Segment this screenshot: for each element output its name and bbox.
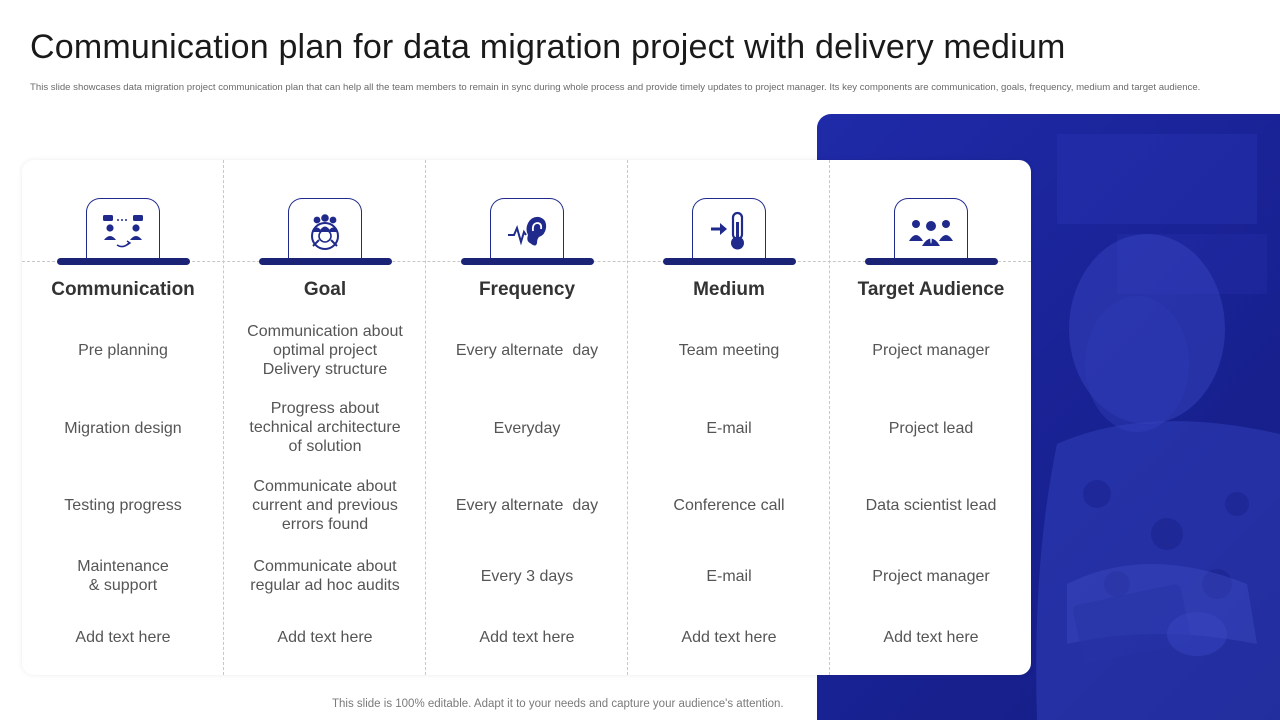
table-cell: Every alternate day (455, 497, 599, 514)
column-target-audience: Target Audience Project manager Project … (830, 160, 1032, 675)
table-cell: Project manager (872, 568, 990, 585)
background-photo-panel (817, 114, 1280, 720)
column-header: Target Audience (857, 279, 1005, 300)
table-cell: Everyday (493, 420, 561, 437)
communication-plan-table: Communication Pre planning Migration des… (22, 160, 1031, 675)
icon-underline-bar (663, 258, 796, 265)
column-header: Goal (303, 279, 347, 300)
column-divider (829, 160, 830, 675)
footer-note: This slide is 100% editable. Adapt it to… (332, 698, 784, 710)
arrow-thermometer-icon (692, 198, 766, 262)
icon-underline-bar (461, 258, 594, 265)
table-cell: Add text here (681, 629, 777, 646)
column-frequency: Frequency Every alternate day Everyday E… (426, 160, 628, 675)
photo-silhouette (1036, 134, 1280, 720)
table-cell: Maintenance & support (77, 558, 169, 594)
column-divider (223, 160, 224, 675)
table-cell: Testing progress (64, 497, 182, 514)
column-divider (627, 160, 628, 675)
table-cell: Progress about technical architecture of… (249, 400, 401, 455)
people-conversation-icon (86, 198, 160, 262)
column-header: Frequency (478, 279, 576, 300)
ear-wave-icon (490, 198, 564, 262)
table-cell: Add text here (277, 629, 373, 646)
table-cell: Add text here (75, 629, 171, 646)
column-header: Communication (51, 279, 195, 300)
column-divider (425, 160, 426, 675)
table-cell: Add text here (883, 629, 979, 646)
table-cell: E-mail (706, 568, 752, 585)
table-cell: E-mail (706, 420, 752, 437)
column-header: Medium (693, 279, 765, 300)
audience-group-icon (894, 198, 968, 262)
table-cell: Communicate about current and previous e… (252, 478, 398, 533)
table-cell: Every 3 days (480, 568, 574, 585)
column-medium: Medium Team meeting E-mail Conference ca… (628, 160, 830, 675)
icon-underline-bar (259, 258, 392, 265)
table-cell: Data scientist lead (865, 497, 997, 514)
table-cell: Team meeting (678, 342, 780, 359)
table-cell: Add text here (479, 629, 575, 646)
table-cell: Every alternate day (455, 342, 599, 359)
table-cell: Communicate about regular ad hoc audits (250, 558, 400, 594)
table-cell: Project manager (872, 342, 990, 359)
column-goal: Goal Communication about optimal project… (224, 160, 426, 675)
table-cell: Pre planning (78, 342, 168, 359)
table-cell: Project lead (888, 420, 974, 437)
table-cell: Migration design (64, 420, 182, 437)
slide-subtitle: This slide showcases data migration proj… (30, 82, 1201, 93)
table-cell: Conference call (673, 497, 785, 514)
team-target-icon (288, 198, 362, 262)
column-communication: Communication Pre planning Migration des… (22, 160, 224, 675)
icon-underline-bar (865, 258, 998, 265)
icon-underline-bar (57, 258, 190, 265)
slide-title: Communication plan for data migration pr… (30, 28, 1066, 66)
table-cell: Communication about optimal project Deli… (247, 323, 403, 378)
